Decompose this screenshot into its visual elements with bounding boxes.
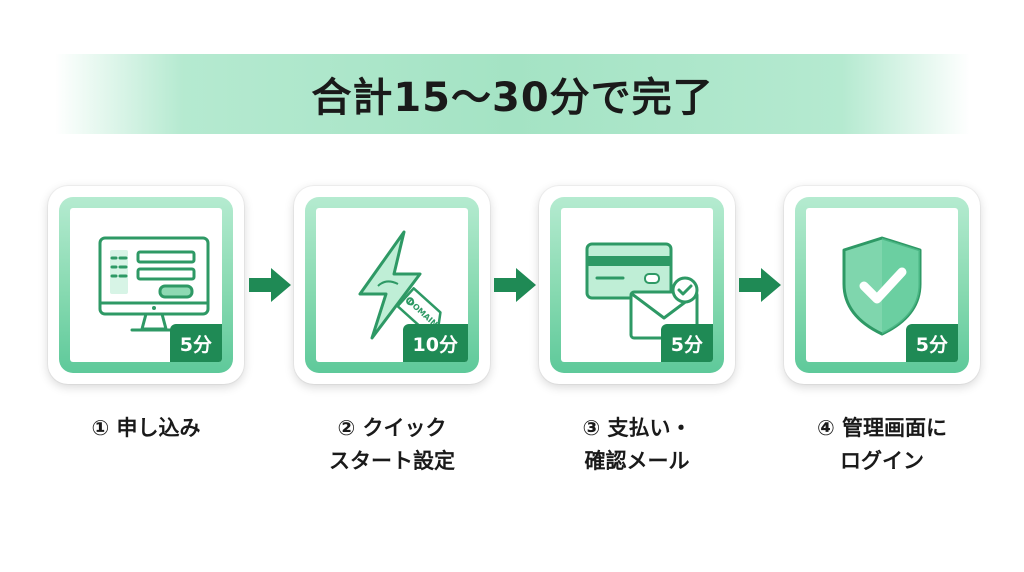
step-card-login: 5分: [784, 186, 980, 384]
step-label-login: ④ 管理画面に ログイン: [764, 412, 1000, 477]
time-badge: 5分: [169, 324, 222, 362]
arrow-right-icon: [494, 268, 536, 302]
time-badge: 5分: [660, 324, 713, 362]
banner-title: 合計15〜30分で完了: [311, 75, 714, 121]
time-badge: 10分: [402, 324, 468, 362]
step-card-payment: 5分: [539, 186, 735, 384]
step-label-line: ① 申し込み: [91, 416, 201, 440]
step-card-frame: 5分: [795, 197, 969, 373]
title-banner: 合計15〜30分で完了: [55, 54, 970, 134]
step-label-line: 確認メール: [584, 448, 690, 473]
arrow-right-icon: [739, 268, 781, 302]
step-card-quick-start: DOMAIN 10分: [294, 186, 490, 384]
shield-check-icon: [842, 236, 922, 336]
step-card-apply: 5分: [48, 186, 244, 384]
credit-card-mail-icon: [585, 242, 699, 340]
step-label-line: ④ 管理画面に: [816, 416, 948, 440]
step-label-line: スタート設定: [329, 448, 455, 473]
lightning-domain-tag-icon: DOMAIN: [358, 230, 442, 340]
step-card-frame: 5分: [550, 197, 724, 373]
step-label-quick-start: ② クイック スタート設定: [274, 412, 510, 477]
step-card-frame: 5分: [59, 197, 233, 373]
computer-form-icon: [98, 236, 210, 332]
step-label-line: ③ 支払い・: [582, 416, 692, 440]
time-badge: 5分: [905, 324, 958, 362]
step-label-apply: ① 申し込み: [28, 412, 264, 445]
step-label-payment: ③ 支払い・ 確認メール: [519, 412, 755, 477]
step-card-frame: DOMAIN 10分: [305, 197, 479, 373]
arrow-right-icon: [249, 268, 291, 302]
step-label-line: ログイン: [840, 448, 924, 473]
step-label-line: ② クイック: [337, 416, 447, 440]
